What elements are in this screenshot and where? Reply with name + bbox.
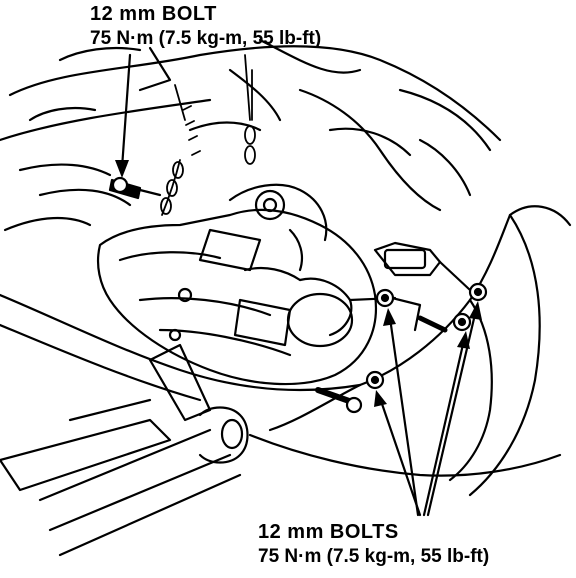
engine-bay-outline [0,38,502,232]
bottom-bolts-callout: 12 mm BOLTS 75 N·m (7.5 kg-m, 55 lb-ft) [258,520,489,569]
bottom-bolts-torque: 75 N·m (7.5 kg-m, 55 lb-ft) [258,546,490,567]
transmission-housing [96,183,377,386]
top-bolt-size: 12 mm BOLT [90,3,217,25]
mount-bracket [348,241,472,332]
leader-arrows [115,53,482,517]
lower-mount-bolts [315,282,488,414]
lifting-chains [160,54,256,216]
top-mount-bolt [108,176,162,200]
top-bolt-torque: 75 N·m (7.5 kg-m, 55 lb-ft) [90,28,322,49]
body-panel [0,205,572,497]
top-bolt-callout: 12 mm BOLT 75 N·m (7.5 kg-m, 55 lb-ft) [90,2,321,51]
floor-jack [0,343,249,557]
bottom-bolts-size: 12 mm BOLTS [258,521,399,543]
